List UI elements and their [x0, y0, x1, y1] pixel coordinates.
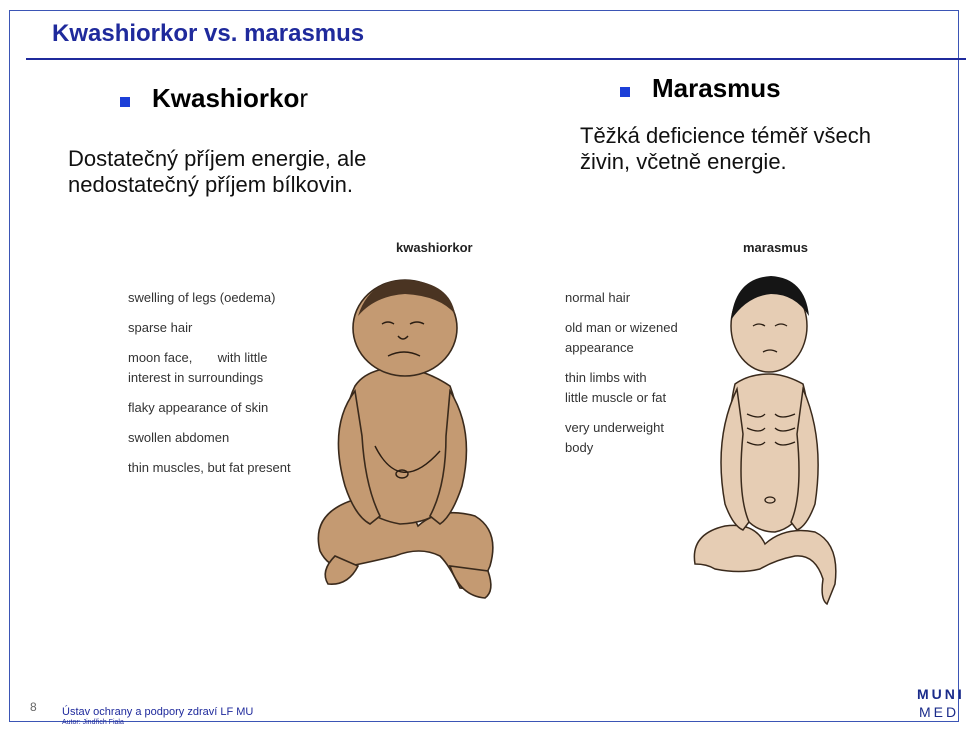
page-number: 8: [30, 700, 37, 714]
heading-marasmus: Marasmus: [652, 73, 781, 104]
label: very underweight: [565, 418, 678, 438]
label: normal hair: [565, 288, 678, 308]
bullet-icon: [120, 97, 130, 107]
label: flaky appearance of skin: [128, 398, 291, 418]
muni-logo-line2: MED: [919, 704, 959, 720]
kwashiorkor-desc-line2: nedostatečný příjem bílkovin.: [68, 172, 366, 198]
kwashiorkor-child-illustration: [300, 266, 500, 606]
kwashiorkor-figure-title: kwashiorkor: [396, 240, 473, 255]
muni-logo-line1: MUNI: [917, 686, 965, 702]
label: sparse hair: [128, 318, 291, 338]
kwashiorkor-illustration-panel: kwashiorkor swelling of legs (oedema) sp…: [112, 226, 502, 612]
title-underline: [26, 58, 966, 60]
footer-organization: Ústav ochrany a podpory zdraví LF MU: [62, 706, 253, 718]
kwashiorkor-labels: swelling of legs (oedema) sparse hair mo…: [128, 288, 291, 478]
kwashiorkor-description: Dostatečný příjem energie, ale nedostate…: [68, 146, 366, 198]
marasmus-desc-line2: živin, včetně energie.: [580, 149, 871, 175]
heading-kwashiorkor-bold: Kwashiorko: [152, 83, 299, 113]
bullet-icon: [620, 87, 630, 97]
heading-kwashiorkor: Kwashiorkor: [152, 83, 308, 114]
kwashiorkor-desc-line1: Dostatečný příjem energie, ale: [68, 146, 366, 172]
footer-author: Autor: Jindřich Fiala: [62, 719, 124, 726]
marasmus-illustration-panel: marasmus normal hair old man or wizened …: [555, 228, 845, 628]
marasmus-labels: normal hair old man or wizened appearanc…: [565, 288, 678, 458]
label: swelling of legs (oedema): [128, 288, 291, 308]
label: thin limbs with: [565, 368, 678, 388]
label: moon face, with little: [128, 348, 291, 368]
marasmus-figure-title: marasmus: [743, 240, 808, 255]
label: appearance: [565, 338, 678, 358]
label: thin muscles, but fat present: [128, 458, 291, 478]
slide-title: Kwashiorkor vs. marasmus: [52, 20, 364, 48]
label: little muscle or fat: [565, 388, 678, 408]
label: body: [565, 438, 678, 458]
label: old man or wizened: [565, 318, 678, 338]
heading-kwashiorkor-tail: r: [299, 83, 308, 113]
label: interest in surroundings: [128, 368, 291, 388]
marasmus-description: Těžká deficience téměř všech živin, včet…: [580, 123, 871, 175]
marasmus-child-illustration: [685, 264, 845, 624]
marasmus-desc-line1: Těžká deficience téměř všech: [580, 123, 871, 149]
label: swollen abdomen: [128, 428, 291, 448]
